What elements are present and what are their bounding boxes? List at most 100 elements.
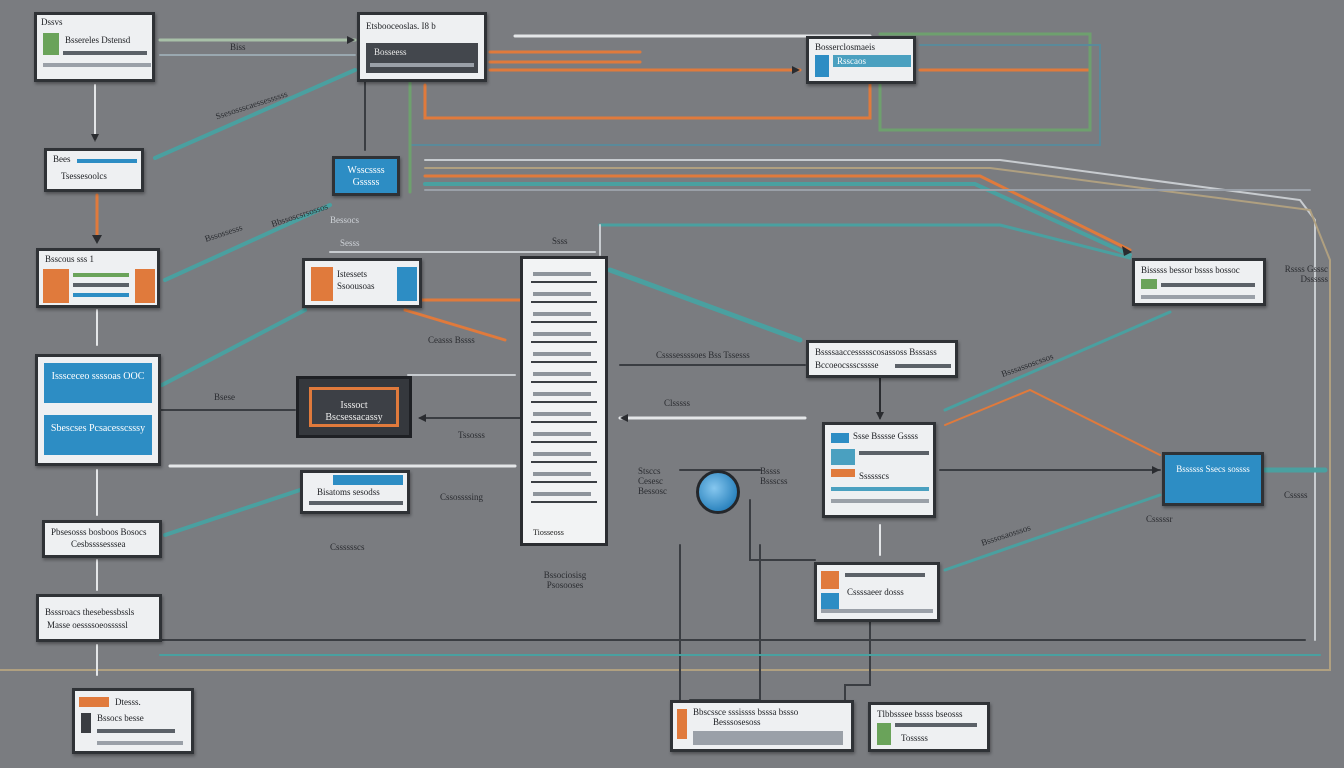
left-blue-node[interactable]: Isssceceo ssssoas OOC Sbescses Pcsacessc… [35, 354, 161, 466]
node-box-16-title: Cssssaeer dosss [847, 587, 904, 597]
wire [943, 310, 1172, 412]
wire [424, 159, 1316, 641]
thumbnail-icon [831, 449, 855, 465]
node-box-18-title: Tlbbsssee bssss bseosss [877, 709, 963, 719]
arrowhead [347, 36, 355, 44]
top-blue-node[interactable]: Wsscssss Gsssss [332, 156, 400, 196]
thumbnail-icon [81, 713, 91, 733]
server-slot [531, 469, 597, 483]
node-box-15[interactable]: Ssse Bsssse Gssss Sssssscs [822, 422, 936, 518]
node-box-14-title: Bssssaaccessssscosassoss Bsssass [815, 347, 937, 357]
label: Csssssr [1146, 514, 1173, 524]
node-box-6[interactable]: Istessets Ssoousoas [302, 258, 422, 308]
node-box-14[interactable]: Bssssaaccessssscosassoss Bsssass Bccoeoc… [806, 340, 958, 378]
thumbnail-icon [821, 593, 839, 611]
wire [607, 267, 803, 343]
node-box-3[interactable]: Bosserclosmaeis Rsscaos [806, 36, 916, 84]
wire [878, 32, 1092, 132]
node-box-16[interactable]: Cssssaeer dosss [814, 562, 940, 622]
thumbnail-icon [397, 267, 417, 301]
server-rack[interactable]: Tiosseoss [520, 256, 608, 546]
server-slot [531, 289, 597, 303]
server-slot [531, 389, 597, 403]
wire [944, 388, 1161, 456]
wire [163, 488, 302, 537]
node-box-4-line: Tsessesoolcs [61, 171, 107, 181]
node-box-7[interactable]: Bisatoms sesodss [300, 470, 410, 514]
thumbnail-icon [821, 571, 839, 589]
node-box-11[interactable]: Dtesss. Bssocs besse [72, 688, 194, 754]
wire [749, 499, 816, 561]
text-bar [1141, 295, 1255, 299]
thumbnail-icon [815, 55, 829, 77]
wire [423, 174, 1132, 252]
node-box-5-title: Bsscous sss 1 [45, 254, 95, 264]
node-box-4-title: Bees [53, 154, 71, 164]
text-bar [309, 501, 403, 505]
label: Ssss [552, 236, 568, 246]
node-box-5[interactable]: Bsscous sss 1 [36, 248, 160, 308]
wire [403, 308, 507, 342]
text-bar [43, 63, 151, 67]
wire [943, 493, 1162, 572]
globe-icon[interactable] [696, 470, 740, 514]
thumbnail-icon [43, 33, 59, 55]
label: Ceasss Bssss [428, 335, 475, 345]
node-box-18[interactable]: Tlbbsssee bssss bseosss Tosssss [868, 702, 990, 752]
server-slot [531, 489, 597, 503]
text-bar [73, 293, 129, 297]
wire [423, 182, 1132, 257]
wire [163, 203, 332, 282]
panel [366, 43, 478, 73]
thumbnail-icon [43, 269, 69, 303]
node-box-10[interactable]: Bsssroacs thesebessbssls Masse oessssoeo… [36, 594, 162, 642]
label: Rssss Gsssc Dssssss [1284, 264, 1328, 284]
label: Cssssessssoes Bss Tssesss [656, 350, 750, 360]
server-slot [531, 409, 597, 423]
text-bar [895, 723, 977, 727]
thumbnail-icon [135, 269, 155, 303]
node-box-10-title: Bsssroacs thesebessbssls [45, 607, 135, 617]
label: Clsssss [664, 398, 691, 408]
thumbnail-icon [333, 475, 403, 485]
arrowhead [92, 235, 102, 244]
right-blue-node[interactable]: Bssssss Ssecs sossss [1162, 452, 1264, 506]
server-slot [531, 369, 597, 383]
thumbnail-icon [1141, 279, 1157, 289]
node-box-10-line: Masse oessssoeosssssl [47, 620, 128, 630]
thumbnail-icon [311, 267, 333, 301]
node-box-4[interactable]: Bees Tsessesoolcs [44, 148, 144, 192]
arrowhead [876, 412, 884, 420]
wire [0, 167, 1331, 671]
node-box-9-title: Pbsesosss bosboos Bosocs [51, 527, 147, 537]
text-bar [73, 273, 129, 277]
text-bar [859, 451, 929, 455]
arrowhead [91, 134, 99, 142]
text-bar [63, 51, 147, 55]
node-box-1[interactable]: Dssvs Bssereles Dstensd [34, 12, 155, 82]
label: Sesss [340, 238, 360, 248]
label: Biss [230, 42, 246, 52]
text-bar [821, 609, 933, 613]
wire [153, 68, 357, 160]
label: Csssssscs [330, 542, 365, 552]
server-slot [531, 429, 597, 443]
left-blue-node-top: Isssceceo ssssoas OOC [44, 363, 152, 403]
dark-center-node-inner: Isssoct Bscsessacassy [309, 387, 399, 427]
text-bar [845, 573, 925, 577]
wire [689, 544, 761, 701]
node-box-2[interactable]: Etsbooceoslas. I8 b Bosseess [357, 12, 487, 82]
node-box-17[interactable]: Bbscssce sssissss bsssa bssso Besssoseso… [670, 700, 854, 752]
dark-center-node[interactable]: Isssoct Bscsessacassy [296, 376, 412, 438]
node-box-9-line: Cesbssssesssea [71, 539, 126, 549]
server-slot [531, 449, 597, 463]
node-box-13[interactable]: Bisssss bessor bssss bossoc [1132, 258, 1266, 306]
arrowhead [418, 414, 426, 422]
node-box-6-title: Istessets [337, 269, 367, 279]
node-box-2-title: Etsbooceoslas. I8 b [366, 21, 436, 31]
server-slot [531, 329, 597, 343]
node-box-9[interactable]: Pbsesosss bosboos Bosocs Cesbssssesssea [42, 520, 162, 558]
text-bar [97, 741, 183, 745]
